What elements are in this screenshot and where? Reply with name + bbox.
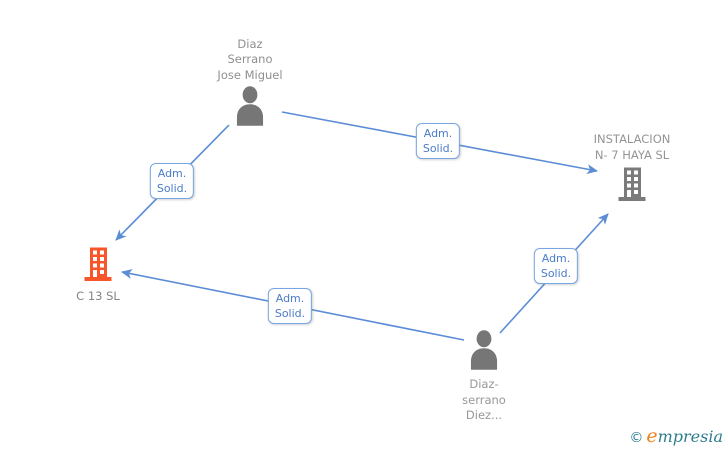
- building-icon[interactable]: [614, 166, 650, 206]
- edge-label-line: Adm.: [275, 292, 305, 305]
- node-label-line: INSTALACION: [593, 132, 671, 146]
- edge-label-line: Solid.: [156, 182, 188, 195]
- edge-label-adm-solid: Adm. Solid.: [415, 123, 461, 159]
- node-label-line: Diaz-: [469, 377, 499, 391]
- empresia-logo-rest: mpresia: [657, 427, 723, 446]
- empresia-logo-initial: e: [646, 425, 658, 447]
- edge-label-line: Solid.: [274, 307, 306, 320]
- node-label-line: C 13 SL: [76, 289, 120, 303]
- edge-label-line: Adm.: [423, 127, 453, 140]
- edge-label-line: Solid.: [540, 267, 572, 280]
- node-label-line: serrano: [462, 392, 506, 407]
- person-icon[interactable]: [232, 86, 268, 130]
- copyright-icon: ©: [629, 430, 644, 446]
- edge-label-adm-solid: Adm. Solid.: [149, 163, 195, 199]
- empresia-logo-text: empresia: [646, 425, 723, 447]
- edge-label-adm-solid: Adm. Solid.: [267, 288, 313, 324]
- node-label-line: N- 7 HAYA SL: [594, 147, 670, 162]
- building-icon[interactable]: [80, 246, 116, 286]
- node-label-line: Diez...: [465, 408, 503, 422]
- edge-label-line: Adm.: [541, 252, 571, 265]
- node-label-c-13-sl[interactable]: C 13 SL: [28, 289, 168, 305]
- node-label-line: Serrano: [227, 52, 273, 66]
- empresia-watermark[interactable]: ©empresia: [629, 425, 723, 447]
- edge-label-line: Adm.: [157, 167, 187, 180]
- person-icon[interactable]: [466, 330, 502, 374]
- node-label-line: Jose Miguel: [217, 67, 283, 82]
- edge-label-line: Solid.: [422, 142, 454, 155]
- edge-label-adm-solid: Adm. Solid.: [533, 248, 579, 284]
- node-label-line: Diaz: [237, 36, 263, 51]
